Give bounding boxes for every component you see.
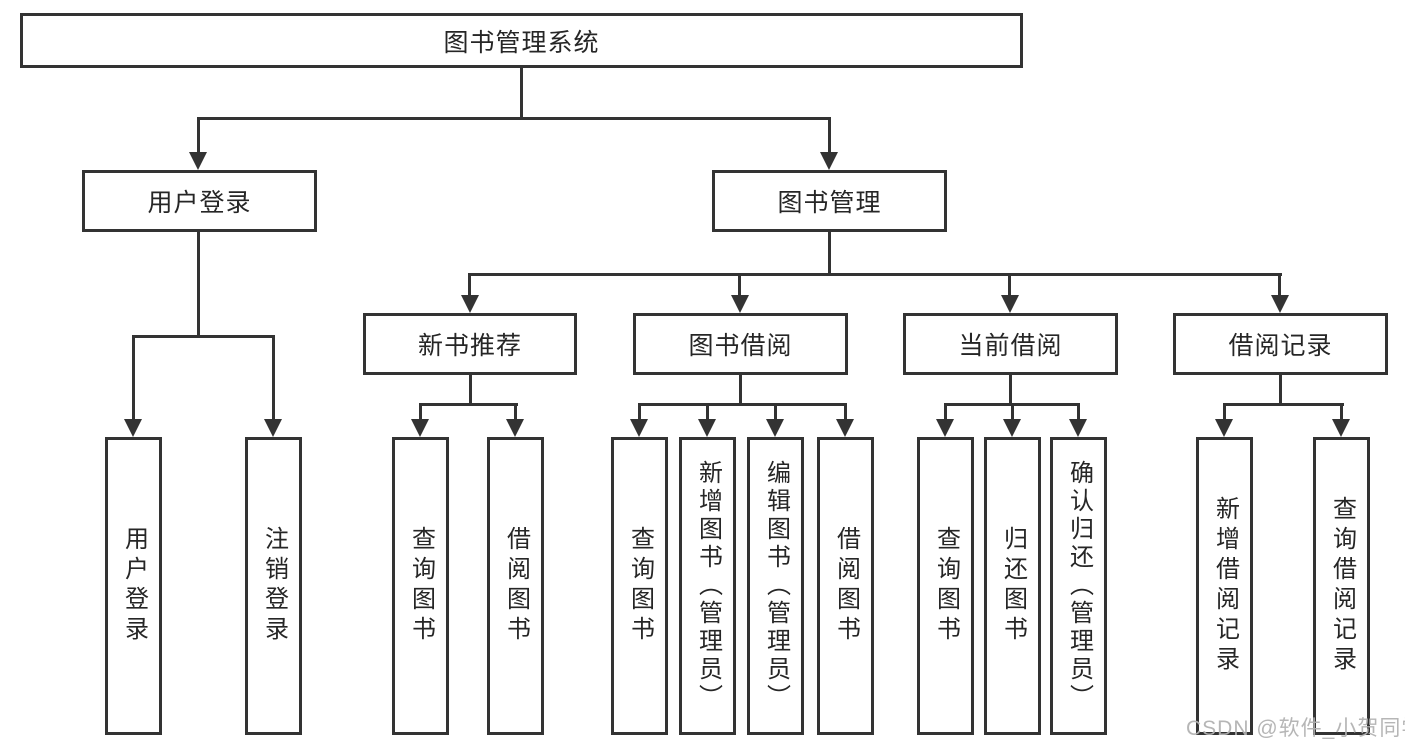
connector-book-management-branch [468,273,1282,276]
connector-leaf-nbr-borrow-drop [514,403,517,423]
connector-leaf-nbr-query-drop [419,403,422,423]
arrowhead-leaf-bb-add [698,419,716,437]
connector-new-book-recommend-stem [469,375,472,403]
arrowhead-leaf-br-query [1332,419,1350,437]
leaf-bb-borrow-books: 借阅图书 [817,437,874,735]
leaf-cb-query-books: 查询图书 [917,437,974,735]
arrowhead-leaf-user-login [124,419,142,437]
leaf-logout: 注销登录 [245,437,302,735]
node-root-label: 图书管理系统 [443,28,600,57]
node-current-borrow-label: 当前借阅 [958,332,1063,360]
node-current-borrow: 当前借阅 [903,313,1118,375]
leaf-bb-borrow-books-label: 借阅图书 [832,526,860,646]
arrowhead-leaf-nbr-query [411,419,429,437]
connector-borrow-records-branch [1223,403,1344,406]
node-book-management-label: 图书管理 [777,189,882,217]
leaf-cb-return-books-label: 归还图书 [999,526,1027,646]
connector-leaf-br-add-drop [1223,403,1226,423]
arrowhead-current-borrow [1001,295,1019,313]
leaf-logout-label: 注销登录 [260,526,288,646]
leaf-bb-add-books-admin-label: 新增图书（管理员） [694,460,722,712]
connector-leaf-br-query-drop [1340,403,1343,423]
leaf-cb-return-books: 归还图书 [984,437,1041,735]
connector-user-login-branch [132,335,275,338]
connector-borrow-records-drop [1278,273,1281,297]
node-new-book-recommend-label: 新书推荐 [417,332,522,360]
node-root: 图书管理系统 [20,13,1023,68]
node-user-login-label: 用户登录 [147,189,252,217]
connector-user-login-drop [197,117,200,155]
connector-book-management-stem [828,232,831,273]
arrowhead-leaf-nbr-borrow [506,419,524,437]
leaf-nbr-borrow-books: 借阅图书 [487,437,544,735]
node-borrow-records-label: 借阅记录 [1228,332,1333,360]
leaf-user-login-label: 用户登录 [120,526,148,646]
leaf-nbr-borrow-books-label: 借阅图书 [502,526,530,646]
node-new-book-recommend: 新书推荐 [363,313,577,375]
connector-leaf-bb-borrow-drop [844,403,847,423]
connector-borrow-records-stem [1279,375,1282,403]
arrowhead-leaf-bb-query [630,419,648,437]
leaf-br-query-record-label: 查询借阅记录 [1328,496,1356,676]
csdn-watermark: CSDN @软件_小贺同学 [1186,717,1405,740]
node-book-borrow: 图书借阅 [633,313,848,375]
connector-book-borrow-stem [739,375,742,403]
node-borrow-records: 借阅记录 [1173,313,1388,375]
leaf-bb-query-books-label: 查询图书 [626,526,654,646]
leaf-bb-query-books: 查询图书 [611,437,668,735]
connector-user-login-stem [197,232,200,335]
leaf-nbr-query-books: 查询图书 [392,437,449,735]
leaf-bb-add-books-admin: 新增图书（管理员） [679,437,736,735]
connector-book-management-drop [828,117,831,155]
node-book-borrow-label: 图书借阅 [688,332,793,360]
arrowhead-leaf-cb-confirm [1069,419,1087,437]
node-user-login: 用户登录 [82,170,317,232]
leaf-bb-edit-books-admin: 编辑图书（管理员） [747,437,804,735]
connector-leaf-bb-query-drop [638,403,641,423]
arrowhead-leaf-bb-edit [766,419,784,437]
connector-current-borrow-stem [1009,375,1012,403]
leaf-br-add-record-label: 新增借阅记录 [1211,496,1239,676]
leaf-user-login: 用户登录 [105,437,162,735]
leaf-br-add-record: 新增借阅记录 [1196,437,1253,735]
leaf-br-query-record: 查询借阅记录 [1313,437,1370,735]
arrowhead-leaf-cb-return [1003,419,1021,437]
arrowhead-leaf-bb-borrow [836,419,854,437]
leaf-bb-edit-books-admin-label: 编辑图书（管理员） [762,460,790,712]
connector-leaf-logout-drop [272,335,275,421]
leaf-cb-confirm-return-admin: 确认归还（管理员） [1050,437,1107,735]
connector-leaf-user-login-drop [132,335,135,421]
connector-book-borrow-drop [738,273,741,297]
arrowhead-book-management [820,152,838,170]
node-book-management: 图书管理 [712,170,947,232]
leaf-nbr-query-books-label: 查询图书 [407,526,435,646]
arrowhead-leaf-logout [264,419,282,437]
leaf-cb-confirm-return-admin-label: 确认归还（管理员） [1065,460,1093,712]
arrowhead-leaf-br-add [1215,419,1233,437]
connector-leaf-bb-edit-drop [774,403,777,423]
arrowhead-book-borrow [731,295,749,313]
connector-new-book-recommend-drop [468,273,471,297]
connector-leaf-cb-query-drop [944,403,947,423]
connector-leaf-cb-confirm-drop [1077,403,1080,423]
leaf-cb-query-books-label: 查询图书 [932,526,960,646]
connector-root-branch [197,117,831,120]
arrowhead-user-login [189,152,207,170]
connector-book-borrow-branch [638,403,847,406]
connector-current-borrow-drop [1008,273,1011,297]
arrowhead-leaf-cb-query [936,419,954,437]
arrowhead-new-book-recommend [461,295,479,313]
connector-leaf-cb-return-drop [1011,403,1014,423]
connector-new-book-recommend-branch [419,403,518,406]
connector-root-stem [520,68,523,117]
arrowhead-borrow-records [1271,295,1289,313]
connector-leaf-bb-add-drop [706,403,709,423]
